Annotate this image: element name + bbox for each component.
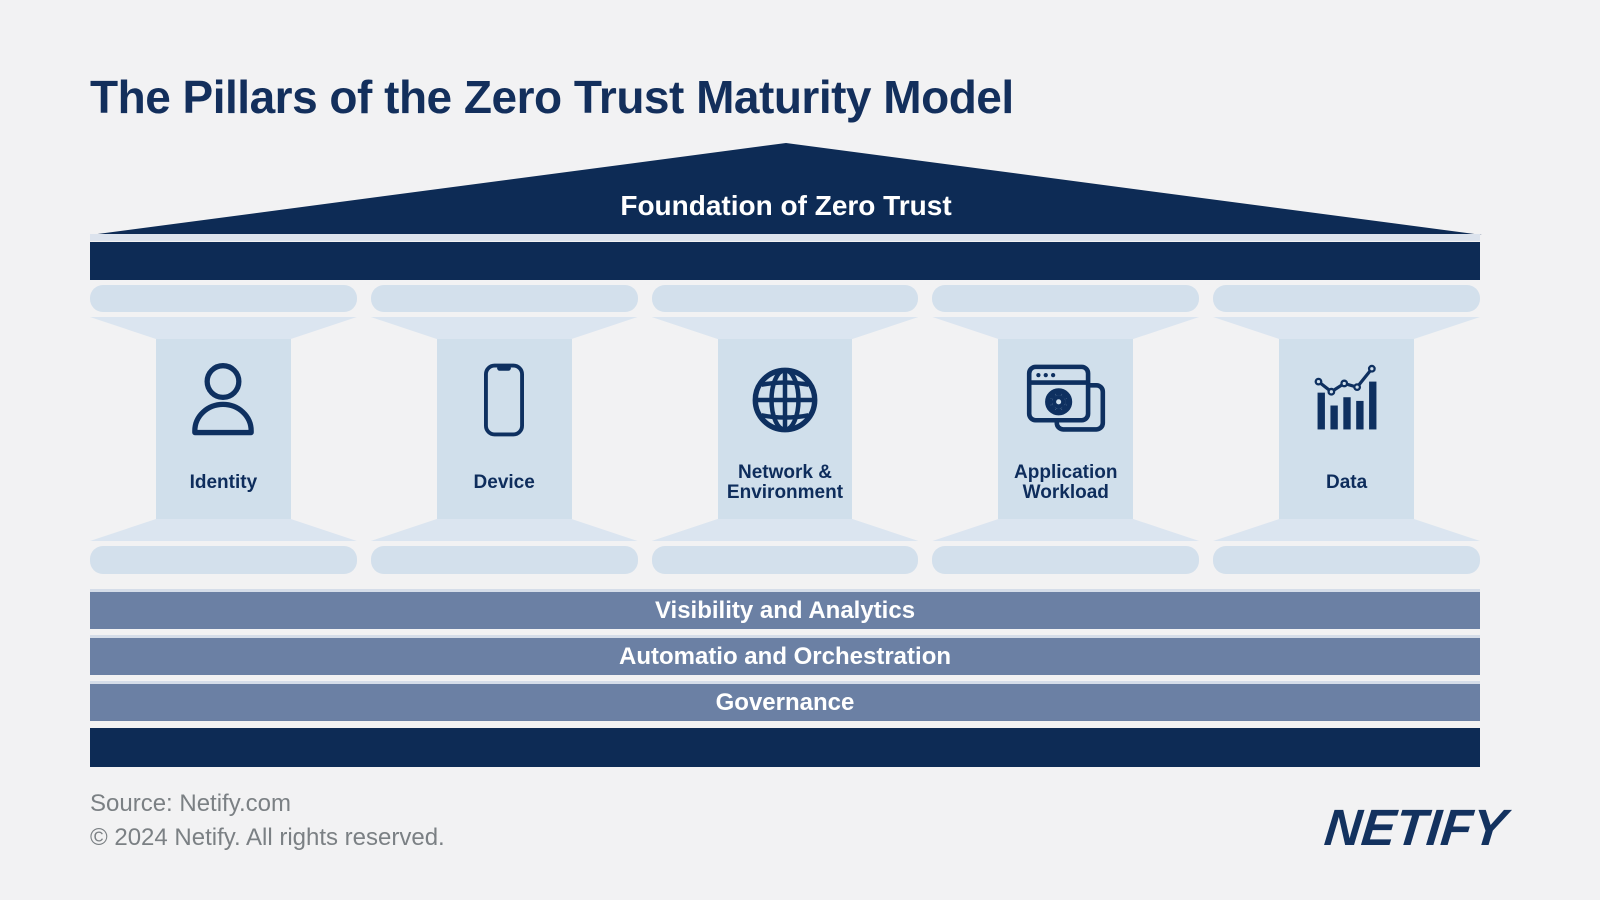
netify-logo: NETIFY	[1321, 799, 1509, 856]
stylobate-bar	[90, 728, 1480, 767]
pillar-shaft: Application Workload	[998, 339, 1134, 519]
pillar-base	[370, 546, 638, 574]
pillar-label: Device	[473, 472, 535, 494]
pillar-capital-trapezoid	[90, 317, 357, 339]
layer-governance: Governance	[90, 681, 1480, 721]
smartphone-icon	[484, 363, 525, 437]
pillar-shaft: Network & Environment	[717, 339, 853, 519]
pillar-application-workload: Application Workload	[932, 285, 1200, 574]
pillar-label: Identity	[189, 472, 258, 494]
pillar-base-trapezoid	[1213, 519, 1480, 541]
roof-underline-strip	[90, 234, 1480, 241]
pediment-roof: Foundation of Zero Trust	[90, 143, 1482, 235]
pillar-base	[90, 546, 357, 574]
cross-layer-bars: Visibility and Analytics Automatio and O…	[90, 589, 1480, 727]
globe-icon	[752, 367, 818, 433]
pillars-row: Identity Device	[90, 285, 1480, 574]
pillar-base-trapezoid	[90, 519, 357, 541]
pillar-base	[1213, 546, 1480, 574]
pillar-capital-trapezoid	[370, 317, 638, 339]
person-icon	[192, 363, 255, 436]
pillar-base-trapezoid	[932, 519, 1200, 541]
copyright-text: © 2024 Netify. All rights reserved.	[90, 824, 445, 851]
pillar-network-environment: Network & Environment	[651, 285, 919, 574]
pillar-device: Device	[370, 285, 638, 574]
pillar-label: Application Workload	[1014, 462, 1118, 503]
bar-chart-icon	[1314, 364, 1377, 430]
pillar-capital	[1213, 285, 1480, 312]
page-title: The Pillars of the Zero Trust Maturity M…	[90, 71, 1014, 123]
pillar-capital	[90, 285, 357, 312]
pillar-base	[932, 546, 1200, 574]
app-window-gear-icon	[1026, 364, 1105, 432]
pillar-capital-trapezoid	[1213, 317, 1480, 339]
pillar-shaft: Identity	[156, 339, 291, 519]
pillar-capital	[370, 285, 638, 312]
pillar-data: Data	[1213, 285, 1480, 574]
layer-automation-orchestration: Automatio and Orchestration	[90, 635, 1480, 675]
pillar-base-trapezoid	[370, 519, 638, 541]
pillar-shaft: Device	[436, 339, 572, 519]
source-text: Source: Netify.com	[90, 790, 291, 817]
pillar-capital	[932, 285, 1200, 312]
pillar-capital-trapezoid	[932, 317, 1200, 339]
roof-label: Foundation of Zero Trust	[620, 190, 952, 221]
pillar-base-trapezoid	[651, 519, 919, 541]
pillar-base	[651, 546, 919, 574]
architrave-bar	[90, 242, 1480, 280]
pillar-capital	[651, 285, 919, 312]
layer-visibility-analytics: Visibility and Analytics	[90, 589, 1480, 629]
pillar-identity: Identity	[90, 285, 357, 574]
pillar-label: Data	[1325, 472, 1368, 494]
pillar-capital-trapezoid	[651, 317, 919, 339]
pillar-shaft: Data	[1279, 339, 1414, 519]
pillar-label: Network & Environment	[726, 462, 844, 503]
